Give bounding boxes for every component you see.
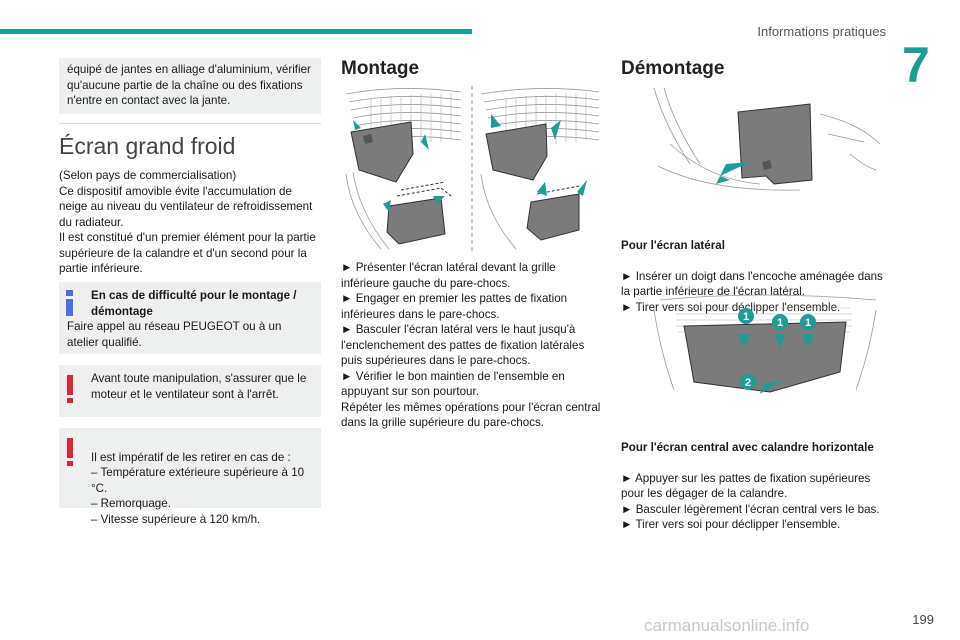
demontage-central-steps: ► Appuyer sur les pattes de fixation sup… xyxy=(621,471,880,532)
demontage-lateral-steps: ► Insérer un doigt dans l'encoche aménag… xyxy=(621,269,883,314)
info-box-body: Faire appel au réseau PEUGEOT ou à un at… xyxy=(67,320,282,349)
svg-text:1: 1 xyxy=(743,311,749,323)
demontage-central-text: Pour l'écran central avec calandre horiz… xyxy=(621,424,883,548)
demontage-central-illustration: 1 1 1 2 xyxy=(650,290,884,418)
warning-icon xyxy=(67,375,73,403)
warning-box-removal: Il est impératif de les retirer en cas d… xyxy=(59,428,321,526)
section-title-montage: Montage xyxy=(341,58,420,79)
section-intro-text: (Selon pays de commercialisation) Ce dis… xyxy=(59,169,316,275)
demontage-central-diagram: 1 1 1 2 xyxy=(653,294,877,394)
subhead-ecran-lateral: Pour l'écran latéral xyxy=(621,238,725,252)
continued-note-text: équipé de jantes en alliage d'aluminium,… xyxy=(67,63,311,107)
warning-text-engine: Avant toute manipulation, s'assurer que … xyxy=(91,372,307,401)
callout-1b: 1 xyxy=(772,314,788,330)
svg-text:1: 1 xyxy=(805,317,811,329)
warning-text-removal: Il est impératif de les retirer en cas d… xyxy=(91,450,305,526)
chapter-number: 7 xyxy=(902,37,930,93)
screen-central xyxy=(386,197,446,245)
montage-diagram xyxy=(345,86,600,252)
info-box-title: En cas de difficulté pour le montage / d… xyxy=(91,289,297,318)
page-number: 199 xyxy=(912,612,934,627)
subhead-ecran-central: Pour l'écran central avec calandre horiz… xyxy=(621,440,874,454)
demontage-lateral-illustration xyxy=(650,84,884,194)
svg-text:2: 2 xyxy=(745,377,751,389)
screen-lateral xyxy=(350,121,414,183)
watermark: carmanualsonline.info xyxy=(644,616,810,635)
demontage-lateral-text: Pour l'écran latéral ► Insérer un doigt … xyxy=(621,222,883,331)
callout-1c: 1 xyxy=(800,314,816,330)
section-title-ecran-grand-froid: Écran grand froid xyxy=(59,133,236,159)
svg-text:1: 1 xyxy=(777,317,783,329)
screen-lateral-removal xyxy=(737,103,813,185)
info-icon xyxy=(66,290,74,316)
callout-1a: 1 xyxy=(738,308,754,324)
warning-box-engine: Avant toute manipulation, s'assurer que … xyxy=(59,365,321,417)
montage-illustration xyxy=(341,84,603,254)
screen-central-removal xyxy=(683,321,847,393)
section-title-demontage: Démontage xyxy=(621,58,725,79)
section-divider xyxy=(59,123,321,124)
continued-note-box: équipé de jantes en alliage d'aluminium,… xyxy=(59,58,321,114)
header-accent-bar xyxy=(0,29,472,34)
demontage-lateral-diagram xyxy=(653,87,881,191)
montage-instructions: ► Présenter l'écran latéral devant la gr… xyxy=(341,261,601,429)
warning-icon xyxy=(67,438,73,466)
callout-2: 2 xyxy=(740,374,756,390)
info-box: En cas de difficulté pour le montage / d… xyxy=(59,282,321,354)
header-section-title: Informations pratiques xyxy=(757,24,886,39)
